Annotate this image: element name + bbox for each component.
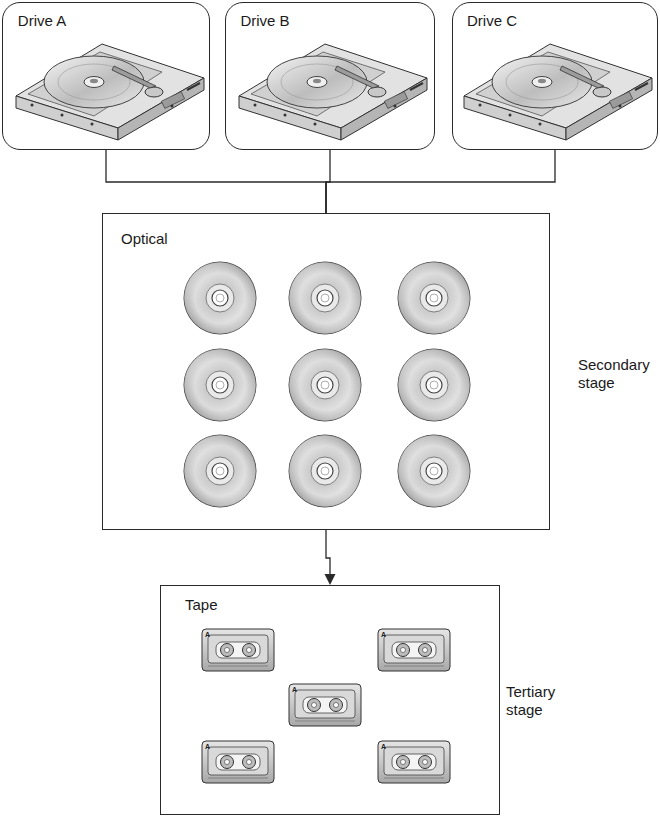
node-label: Tape — [185, 596, 305, 614]
connector — [326, 150, 555, 213]
node-label: Drive B — [240, 12, 290, 30]
tape-mark: A — [381, 743, 386, 751]
optical-disc-icon — [184, 349, 256, 421]
drive-box: Drive A — [2, 2, 210, 150]
node-label: Optical — [121, 230, 241, 248]
optical-disc-icon — [184, 435, 256, 507]
tape-mark: A — [205, 743, 210, 751]
optical-disc-icon — [398, 349, 470, 421]
optical-disc-icon — [398, 262, 470, 334]
tape-mark: A — [292, 686, 297, 694]
connector — [106, 150, 326, 213]
drive-box: Drive C — [452, 2, 658, 150]
node-label: Drive A — [17, 12, 67, 30]
tape-mark: A — [205, 631, 210, 639]
drive-box: Drive B — [225, 2, 435, 150]
optical-disc-icon — [184, 262, 256, 334]
tape-cartridge-icon — [202, 741, 274, 783]
tape-mark: A — [381, 631, 386, 639]
optical-disc-icon — [289, 349, 361, 421]
tape-cartridge-icon — [378, 741, 450, 783]
optical-disc-icon — [398, 435, 470, 507]
node-label: Drive C — [467, 12, 517, 30]
connector — [325, 530, 336, 585]
optical-stage-box: Optical — [102, 213, 550, 530]
tape-stage-box: Tape — [160, 585, 500, 815]
stage-label: Secondary stage — [578, 356, 658, 392]
hard-drive-icon — [464, 44, 652, 140]
tape-cartridge-icon — [289, 684, 361, 726]
tape-cartridge-icon — [202, 629, 274, 671]
tape-cartridge-icon — [378, 629, 450, 671]
optical-disc-icon — [289, 262, 361, 334]
hard-drive-icon — [16, 44, 204, 140]
hard-drive-icon — [239, 44, 427, 140]
optical-disc-icon — [289, 435, 361, 507]
stage-label: Tertiary stage — [506, 683, 586, 719]
